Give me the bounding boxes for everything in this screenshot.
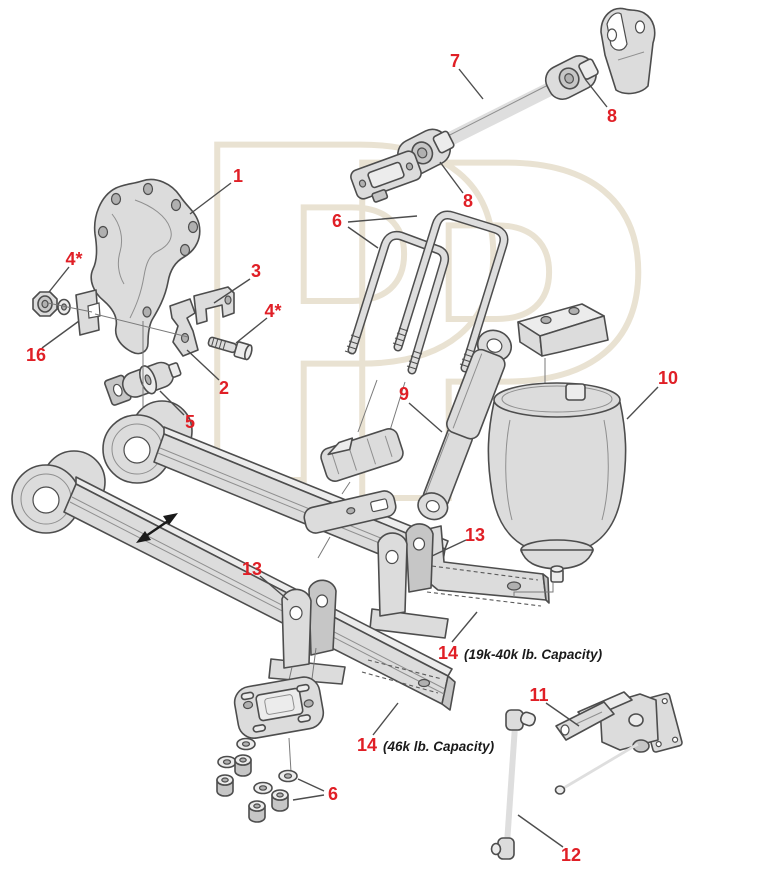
callout-part-6-hardware: 6: [327, 784, 339, 804]
callout-part-5: 5: [184, 412, 196, 432]
valve-link-rod-illustration: [490, 709, 537, 860]
callout-part-8-upper: 8: [606, 106, 618, 126]
bolt-illustration: [207, 336, 253, 361]
capacity-text-19k-40k: (19k-40k lb. Capacity): [464, 647, 603, 662]
clevis-bracket-illustration: [600, 7, 656, 95]
u-bolt-threads: [344, 327, 476, 370]
callout-part-13-lower: 13: [241, 559, 263, 579]
air-spring-illustration: [487, 382, 627, 583]
callout-part-14-lower: 14: [357, 735, 378, 755]
capacity-note-46k: 14 (46k lb. Capacity): [357, 736, 494, 754]
shock-absorber-illustration: [417, 329, 513, 521]
spring-pin-nut-illustration: [32, 291, 58, 317]
callout-part-10: 10: [657, 368, 679, 388]
callout-part-16: 16: [25, 345, 47, 365]
axle-seat-plate-illustration: [233, 676, 325, 739]
spacer-shim-illustration: [75, 289, 101, 336]
air-spring-stud-alignment-line: [513, 582, 554, 597]
callout-part-11: 11: [529, 685, 549, 705]
spring-pin-illustration: [104, 361, 182, 406]
callout-part-3: 3: [250, 261, 262, 281]
callout-part-1: 1: [232, 166, 244, 186]
callout-part-7: 7: [449, 51, 461, 71]
hex-nut: [271, 789, 289, 812]
lower-leaf-spring-illustration: [11, 450, 456, 711]
hanger-bracket-lower-illustration: [268, 579, 346, 685]
callout-part-14-upper: 14: [438, 643, 459, 663]
callout-leader-lines: [41, 68, 659, 848]
u-bolts-illustration: [344, 210, 509, 375]
height-control-valve-illustration: [554, 691, 683, 795]
hanger-bracket-upper-illustration: [369, 523, 449, 639]
hex-nut: [234, 754, 252, 777]
capacity-text-46k: (46k lb. Capacity): [383, 739, 495, 754]
u-bolt-washers-nuts-illustration: [216, 737, 298, 823]
callout-part-9: 9: [398, 384, 410, 404]
hex-nut: [216, 774, 234, 797]
double-arrow-icon: [136, 513, 178, 543]
callout-part-4-right: 4*: [264, 301, 282, 321]
callout-part-6-ubolts: 6: [331, 211, 343, 231]
capacity-note-19k-40k: 14 (19k-40k lb. Capacity): [438, 644, 602, 662]
callout-part-13-upper: 13: [464, 525, 486, 545]
hex-nut: [248, 800, 266, 823]
torque-rod-illustration: [429, 79, 563, 153]
wedge-seat-illustration: [320, 428, 404, 482]
callout-part-8-lower: 8: [462, 191, 474, 211]
torque-rod-bushing-upper-illustration: [544, 55, 599, 101]
callout-part-2: 2: [218, 378, 230, 398]
callout-part-12: 12: [560, 845, 582, 865]
torque-rod-mount-plate-illustration: [350, 150, 422, 203]
callout-part-4-left: 4*: [65, 249, 83, 269]
lower-seat-illustration: [303, 490, 397, 534]
